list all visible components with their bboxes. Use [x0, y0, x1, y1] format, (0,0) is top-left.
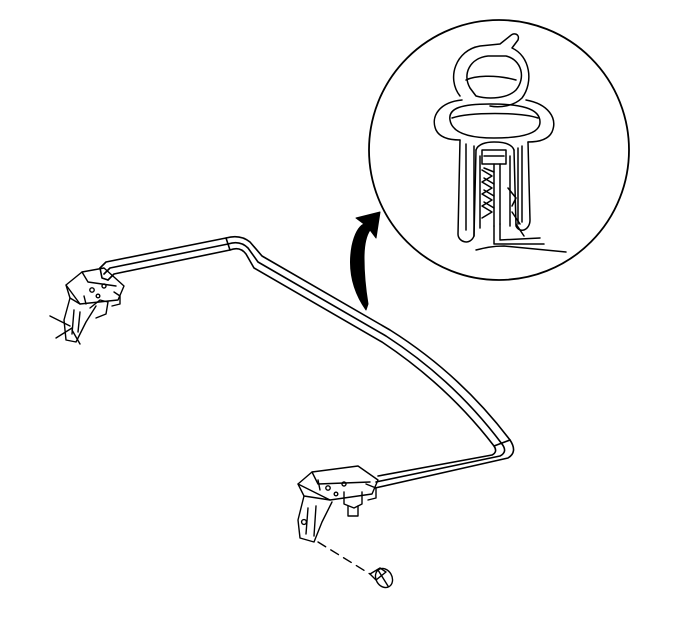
body-flange — [475, 223, 567, 253]
leader-arrow — [350, 211, 381, 311]
retaining-bolt — [317, 541, 394, 589]
seal-lower-bulb — [433, 99, 555, 143]
seal-bar — [99, 235, 515, 489]
left-mounting-bracket — [49, 267, 125, 345]
seal-cross-section-detail — [368, 19, 630, 281]
seal-upper-bulb — [452, 33, 530, 108]
seal-channel — [457, 139, 531, 243]
right-mounting-bracket — [297, 465, 379, 543]
